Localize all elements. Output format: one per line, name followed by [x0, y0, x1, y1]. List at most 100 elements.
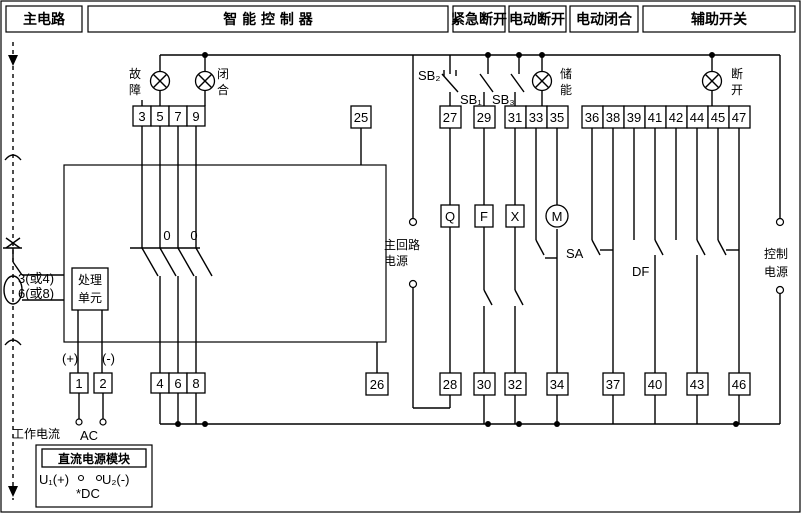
terminal-34 — [546, 372, 569, 396]
controller-contacts — [130, 126, 378, 373]
terminal-1-label: 1 — [75, 376, 82, 391]
header-emergency-open: 紧急断开 — [451, 11, 507, 28]
controller-body — [63, 164, 387, 343]
relay-x — [505, 204, 525, 228]
lamp-storage-label-1: 储 — [560, 66, 572, 81]
electric-close-wiring — [510, 55, 525, 424]
switch-sb2-label: SB₂ — [418, 68, 440, 83]
auxiliary-wiring — [591, 55, 785, 424]
lamp-closed-label-1: 闭 — [217, 67, 229, 81]
terminal-strip-top-mid — [439, 105, 569, 129]
terminal-43 — [686, 372, 709, 396]
lamp-fault-icon — [149, 70, 171, 92]
work-current-label: 工作电流 — [12, 427, 60, 441]
terminal-34-label: 34 — [550, 377, 564, 392]
top-bus — [160, 52, 780, 58]
aux-sa-label: SA — [566, 246, 584, 261]
terminal-32-label: 32 — [508, 377, 522, 392]
u2-label: U₂(-) — [102, 472, 129, 487]
terminal-40 — [644, 372, 667, 396]
terminal-46-label: 46 — [732, 377, 746, 392]
terminal-43-label: 43 — [690, 377, 704, 392]
lamp-closed-label-2: 合 — [217, 82, 229, 97]
lamp-open-label-2: 开 — [731, 83, 743, 97]
terminal-29-label: 29 — [477, 110, 491, 125]
terminal-32 — [504, 372, 527, 396]
terminal-37-label: 37 — [606, 377, 620, 392]
lamp-storage-icon — [531, 70, 553, 92]
switch-sb1-label: SB₁ — [460, 92, 482, 107]
lamp-open-icon — [701, 70, 723, 92]
control-power-label-2: 电源 — [764, 265, 788, 279]
main-circuit-lines — [3, 42, 64, 500]
lamp-fault-label-1: 故 — [129, 66, 141, 81]
terminal-2-label: 2 — [99, 376, 106, 391]
terminal-40-label: 40 — [648, 377, 662, 392]
aux-df-label: DF — [632, 264, 649, 279]
terminal-26 — [365, 372, 389, 396]
terminal-46 — [728, 372, 751, 396]
emergency-open-wiring — [408, 55, 459, 409]
terminal-36-label: 36 — [585, 110, 599, 125]
terminal-4-label: 4 — [156, 376, 163, 391]
dc-module-title: 直流电源模块 — [58, 451, 131, 466]
ac-label: AC — [80, 428, 98, 443]
processing-unit-box — [71, 267, 109, 311]
switch-sb3-label: SB₃ — [492, 92, 515, 107]
terminal-42-label: 42 — [669, 110, 683, 125]
bottom-bus — [159, 393, 780, 427]
motor-label: M — [552, 209, 563, 224]
relay-f-label: F — [480, 209, 488, 224]
terminal-33-label: 33 — [529, 110, 543, 125]
control-power-label-1: 控制 — [764, 247, 788, 261]
terminal-26-label: 26 — [370, 377, 384, 392]
terminal-8-label: 8 — [192, 376, 199, 391]
header-row: 主电路 智 能 控 制 器 紧急断开 电动断开 电动闭合 辅助开关 — [5, 5, 796, 33]
terminal-9-label: 9 — [192, 109, 199, 124]
relay-q — [440, 204, 460, 228]
lamp-open-label-1: 断 — [731, 66, 743, 81]
header-smart-controller: 智 能 控 制 器 — [222, 11, 313, 28]
terminal-44-label: 44 — [690, 110, 704, 125]
terminal-6-label: 6 — [174, 376, 181, 391]
electric-open-wiring — [479, 55, 494, 424]
terminal-5-label: 5 — [156, 109, 163, 124]
lamp-fault-label-2: 障 — [129, 82, 141, 97]
processing-unit-label-1: 处理 — [78, 273, 102, 287]
terminal-27-label: 27 — [443, 110, 457, 125]
lamp-wires — [141, 55, 713, 106]
terminal-45-label: 45 — [711, 110, 725, 125]
contact-value-1: 0 — [163, 228, 170, 243]
header-electric-close: 电动闭合 — [576, 11, 633, 28]
polarity-plus: (+) — [62, 351, 78, 366]
terminal-30-label: 30 — [477, 377, 491, 392]
terminal-7-label: 7 — [174, 109, 181, 124]
terminal-28 — [439, 372, 462, 396]
terminal-39-label: 39 — [627, 110, 641, 125]
header-main-circuit: 主电路 — [23, 11, 66, 28]
contact-value-2: 0 — [190, 228, 197, 243]
main-loop-power-label-2: 电源 — [384, 254, 408, 268]
terminal-30 — [473, 372, 496, 396]
ct-label-1: 3(或4) — [18, 271, 54, 286]
terminal-28-label: 28 — [443, 377, 457, 392]
relay-f — [474, 204, 494, 228]
header-auxiliary-switch: 辅助开关 — [691, 11, 747, 28]
terminal-3-label: 3 — [138, 109, 145, 124]
terminal-25-label: 25 — [354, 110, 368, 125]
terminal-37 — [602, 372, 625, 396]
terminal-47-label: 47 — [732, 110, 746, 125]
terminal-41-label: 41 — [648, 110, 662, 125]
terminal-31-label: 31 — [508, 110, 522, 125]
terminal-35-label: 35 — [550, 110, 564, 125]
main-loop-power-label-1: 主回路 — [384, 237, 420, 252]
dc-label: *DC — [76, 486, 100, 501]
u1-label: U₁(+) — [39, 472, 69, 487]
processing-unit-label-2: 单元 — [78, 291, 102, 305]
lamp-closed-icon — [194, 70, 216, 92]
lamp-storage-label-2: 能 — [560, 83, 572, 97]
ct-label-2: 6(或8) — [18, 286, 54, 301]
supply-wires — [75, 393, 107, 426]
